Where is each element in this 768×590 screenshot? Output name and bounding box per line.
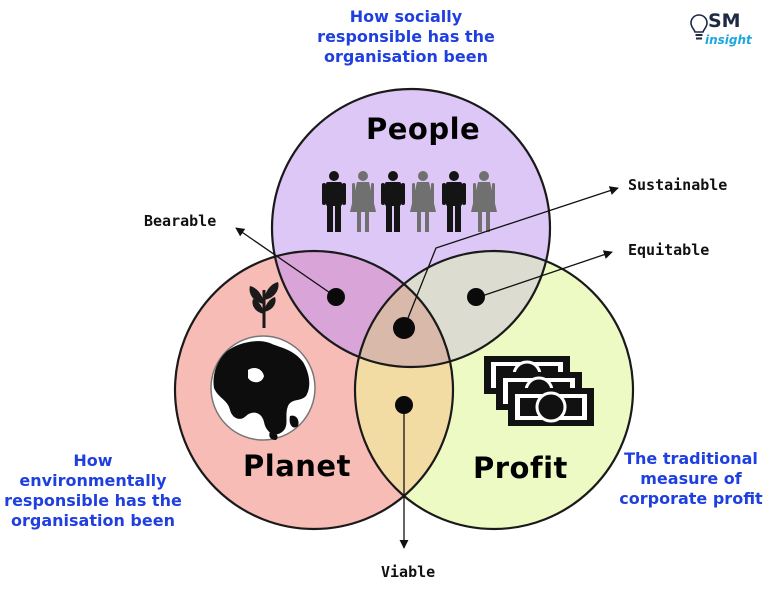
man-figure-icon	[442, 171, 466, 232]
environmental-note-line: organisation been	[11, 511, 175, 530]
sustainable-dot	[393, 317, 415, 339]
profit-note-line: The traditional	[624, 449, 758, 468]
people-group-icon	[322, 171, 497, 232]
profit-title: Profit	[473, 451, 568, 485]
people-title: People	[366, 112, 481, 146]
environmental-note-line: responsible has the	[4, 491, 182, 510]
sm-insight-logo: SM insight	[690, 10, 760, 56]
social-note-line: responsible has the	[317, 27, 495, 46]
logo-insight-text: insight	[705, 33, 752, 47]
planet-title: Planet	[243, 449, 351, 483]
social-note-line: organisation been	[324, 47, 488, 66]
banknotes-icon	[484, 356, 594, 426]
environmental-note: How environmentally responsible has the …	[4, 451, 182, 531]
bearable-arrow	[235, 227, 337, 298]
lightbulb-icon	[690, 14, 708, 40]
viable-dot	[395, 396, 413, 414]
woman-figure-icon	[350, 171, 376, 232]
woman-figure-icon	[410, 171, 436, 232]
overlap-center	[355, 251, 453, 367]
sustainable-arrow	[403, 186, 619, 329]
equitable-arrow	[475, 250, 613, 299]
sprout-icon	[249, 282, 279, 328]
equitable-dot	[467, 288, 485, 306]
profit-note: The traditional measure of corporate pro…	[618, 449, 764, 509]
globe-icon	[210, 335, 316, 441]
bearable-dot	[327, 288, 345, 306]
man-figure-icon	[381, 171, 405, 232]
bearable-label: Bearable	[144, 212, 217, 230]
social-note-line: How socially	[349, 7, 463, 26]
equitable-label: Equitable	[628, 241, 710, 259]
woman-figure-icon	[471, 171, 497, 232]
profit-note-line: measure of	[640, 469, 742, 488]
social-note: How socially responsible has the organis…	[316, 7, 496, 67]
logo-sm-text: SM	[708, 10, 741, 32]
viable-label: Viable	[381, 563, 436, 581]
profit-note-line: corporate profit	[619, 489, 763, 508]
environmental-note-line: How environmentally	[19, 451, 167, 490]
man-figure-icon	[322, 171, 346, 232]
sustainable-label: Sustainable	[628, 176, 728, 194]
